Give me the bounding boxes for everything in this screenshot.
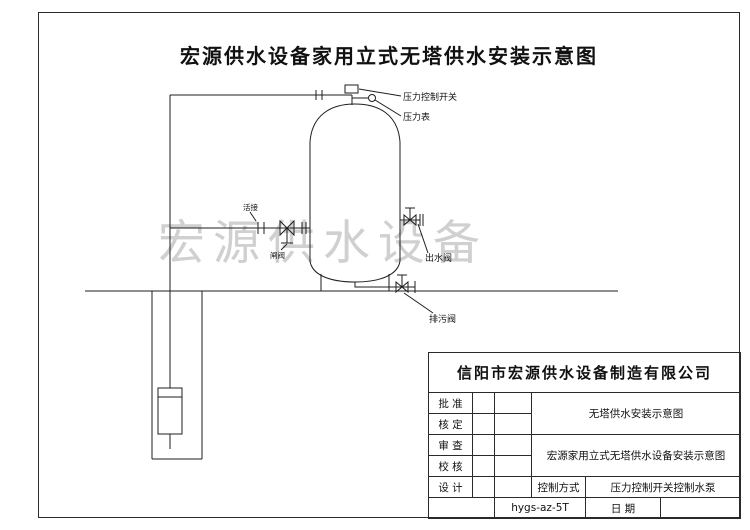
review-label: 审 查 bbox=[428, 434, 473, 456]
pressure-switch-icon bbox=[344, 84, 402, 97]
empty-cell bbox=[472, 392, 495, 414]
empty-cell bbox=[494, 476, 532, 498]
design-label: 设 计 bbox=[428, 476, 473, 498]
date-label: 日 期 bbox=[585, 497, 661, 519]
well bbox=[151, 291, 203, 460]
drawing-title-full: 宏源家用立式无塔供水设备安装示意图 bbox=[530, 434, 742, 477]
supply-tank bbox=[309, 103, 401, 291]
drain-valve-label: 排污阀 bbox=[429, 313, 456, 325]
gate-valve-icon bbox=[279, 219, 295, 251]
approve-label: 批 准 bbox=[428, 392, 473, 414]
gate-valve-label: 闸阀 bbox=[270, 251, 285, 260]
empty-cell bbox=[494, 434, 532, 456]
drawing-title-small: 无塔供水安装示意图 bbox=[530, 392, 742, 435]
outlet-valve-icon bbox=[400, 207, 429, 254]
empty-cell bbox=[659, 497, 742, 519]
title-block: 信阳市宏源供水设备制造有限公司 批 准 无塔供水安装示意图 核 定 审 查 宏源… bbox=[427, 352, 742, 519]
empty-cell bbox=[428, 497, 495, 519]
empty-cell bbox=[494, 455, 532, 477]
watermark-text: 宏源供水设备 bbox=[158, 216, 488, 271]
drawing-frame bbox=[38, 12, 740, 518]
union-fitting-icon bbox=[249, 211, 265, 234]
empty-cell bbox=[472, 413, 495, 435]
empty-cell bbox=[494, 392, 532, 414]
union-label: 活接 bbox=[243, 202, 258, 212]
empty-cell bbox=[472, 434, 495, 456]
top-pipe bbox=[170, 90, 353, 105]
control-mode-value: 压力控制开关控制水泵 bbox=[584, 476, 742, 498]
check-label: 核 定 bbox=[428, 413, 473, 435]
submersible-pump bbox=[157, 387, 183, 449]
pressure-gauge-label: 压力表 bbox=[403, 111, 430, 123]
company-name: 信阳市宏源供水设备制造有限公司 bbox=[427, 352, 742, 393]
drain-valve-icon bbox=[354, 274, 434, 314]
empty-cell bbox=[472, 476, 495, 498]
control-mode-label: 控制方式 bbox=[531, 476, 586, 498]
proof-label: 校 核 bbox=[428, 455, 473, 477]
model-code: hygs-az-5T bbox=[494, 497, 586, 519]
page-title: 宏源供水设备家用立式无塔供水安装示意图 bbox=[180, 44, 598, 68]
pressure-switch-label: 压力控制开关 bbox=[403, 91, 457, 103]
outlet-valve-label: 出水阀 bbox=[425, 252, 452, 264]
suction-pipe bbox=[170, 222, 310, 234]
pressure-gauge-icon bbox=[352, 94, 402, 117]
empty-cell bbox=[472, 455, 495, 477]
empty-cell bbox=[494, 413, 532, 435]
